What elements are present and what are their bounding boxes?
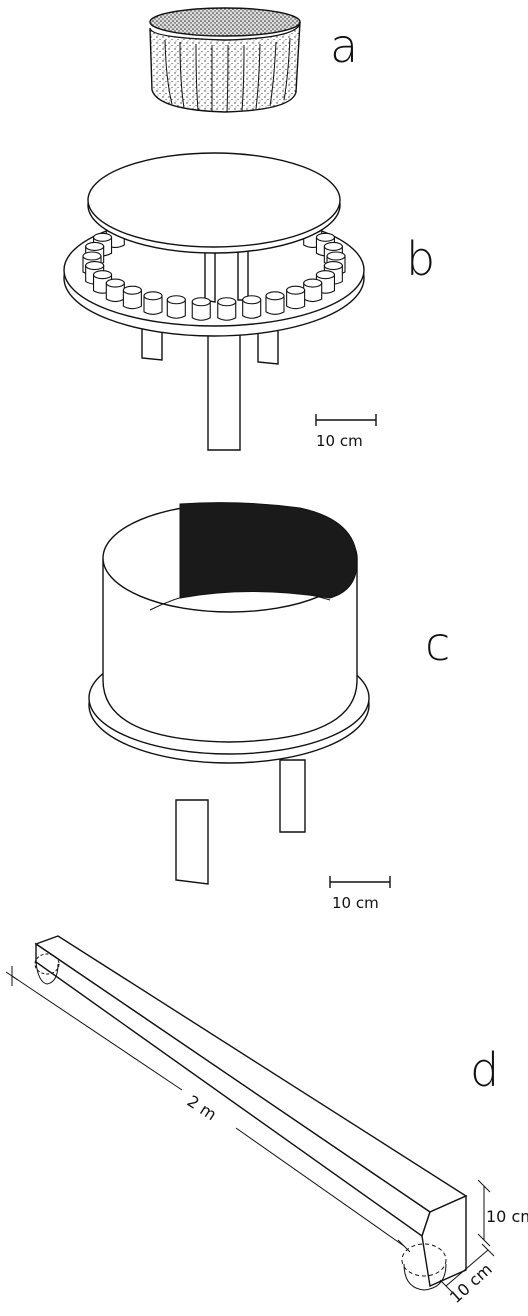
panel-d-label: d [470,1043,499,1097]
beam-length-label: 2 m [184,1091,220,1124]
small-pot [217,297,237,321]
table-b-upper-disk [87,152,341,248]
small-pot [166,295,186,319]
beam-top [34,935,468,1213]
panel-b-illustration [63,152,365,451]
panel-b-scale-bar: 10 cm [315,414,377,450]
beam-side [35,942,431,1238]
small-pot [191,297,211,321]
pot-ribs [164,37,291,113]
pot-rim [149,7,301,37]
near-cup [34,953,60,975]
small-pot [105,278,125,303]
far-cup [401,1243,447,1277]
panel-b-scale-label: 10 cm [316,432,363,450]
small-pot [286,285,306,310]
beam-height-label: 10 cm [486,1207,528,1226]
panel-c-illustration [88,502,370,885]
beam-end [421,1194,467,1288]
panel-c-scale-bar: 10 cm [329,876,391,912]
small-pot [303,278,323,303]
pot-body [149,21,301,113]
small-pot [265,291,285,315]
panel-c-label: c [425,617,450,671]
panel-a-illustration [149,7,301,113]
small-pot [143,291,163,315]
height-dimension [477,1179,491,1247]
panel-a-label: a [330,19,358,73]
length-dimension [5,966,411,1253]
panel-d-illustration [5,935,495,1293]
panel-c-scale-label: 10 cm [332,894,379,912]
cylinder-dark-panel [179,502,358,599]
small-pot [242,295,262,319]
width-dimension [439,1243,495,1293]
panel-b-label: b [406,232,435,286]
small-pot [122,285,142,310]
